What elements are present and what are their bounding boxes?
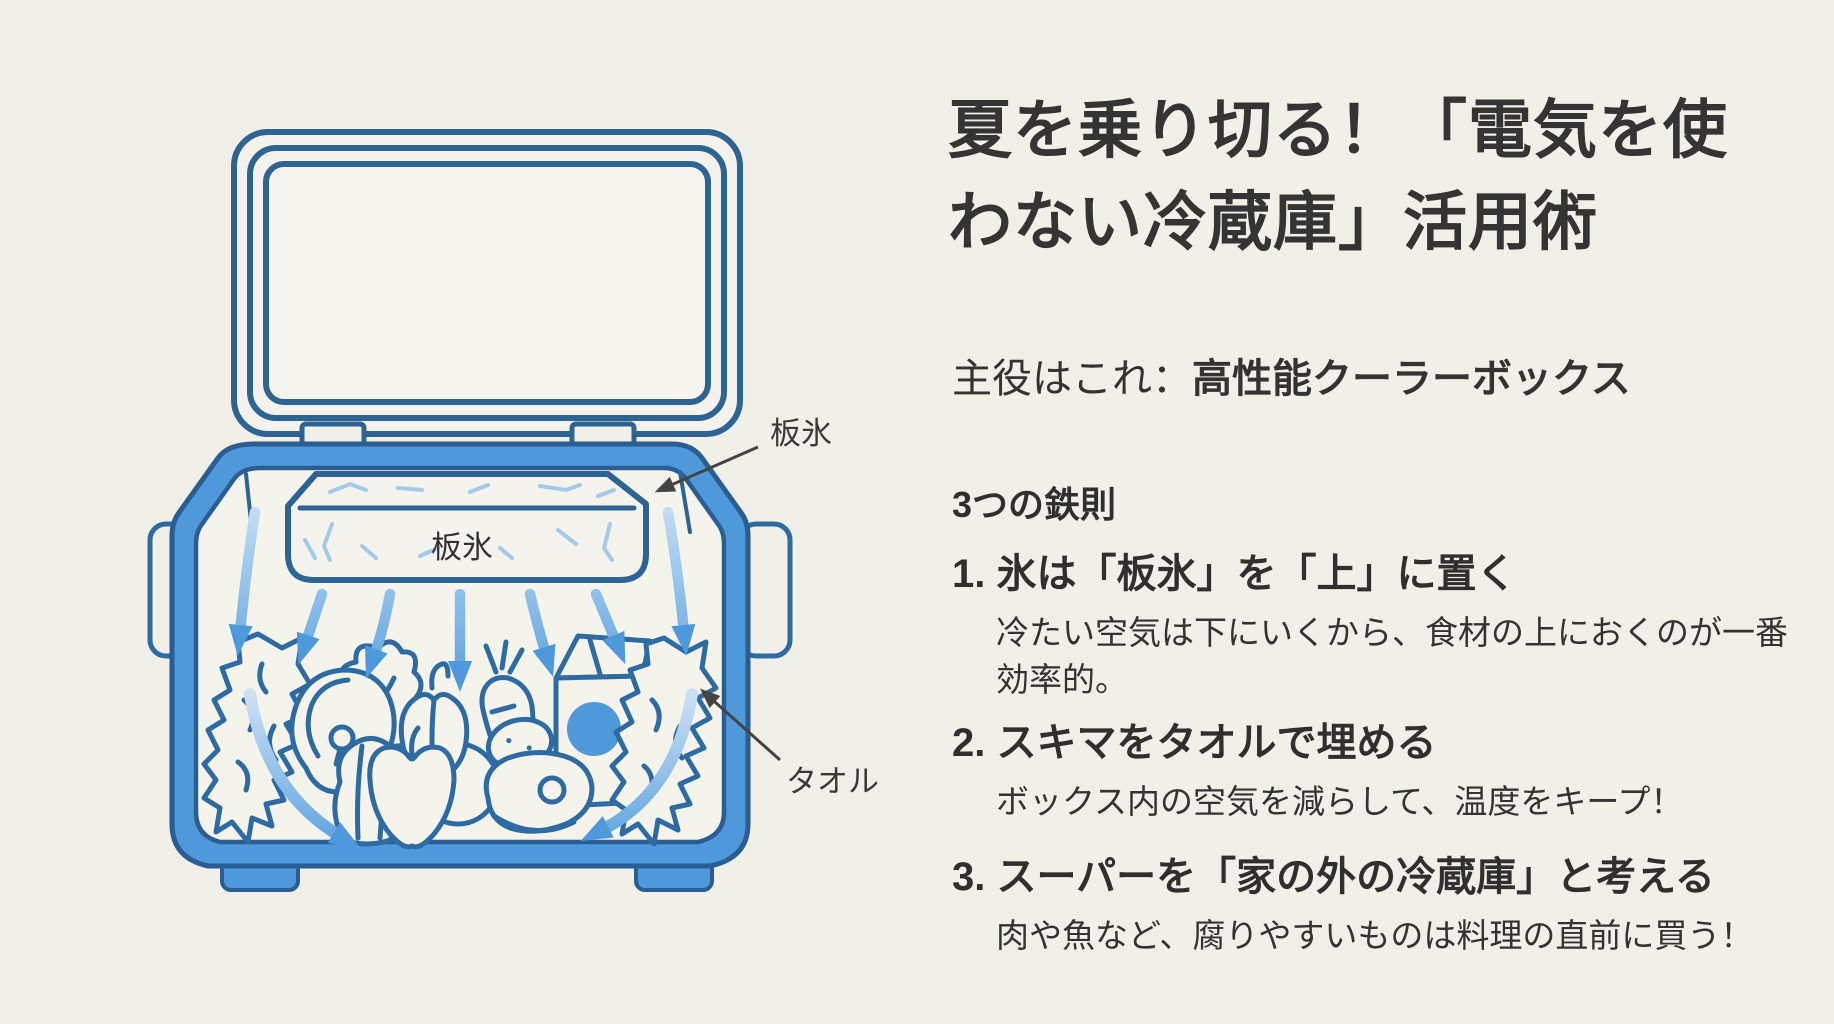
subtitle-emphasis: 高性能クーラーボックス xyxy=(1192,357,1631,402)
air-arrow-icon xyxy=(365,588,396,679)
rule-item-2: 2. スキマをタオルで埋める ボックス内の空気を減らして、温度をキープ！ xyxy=(948,717,1814,825)
ice-slab-label: 板氷 xyxy=(431,530,493,565)
towel-callout-label: タオル xyxy=(786,764,879,799)
rule-heading: 1. 氷は「板氷」を「上」に置く xyxy=(952,552,1517,597)
ice-callout-label: 板氷 xyxy=(770,416,832,451)
airflow-sweep-left-icon xyxy=(244,688,361,849)
ice-callout: 板氷 xyxy=(654,416,832,493)
cooler-illustration: 板氷 板氷 タオル xyxy=(147,129,879,892)
cooler-lid xyxy=(231,129,743,437)
rule-heading: 2. スキマをタオルで埋める xyxy=(952,720,1437,765)
side-airflow-arrows xyxy=(244,688,698,849)
rule-description: ボックス内の空気を減らして、温度をキープ！ xyxy=(996,782,1684,820)
air-arrow-icon xyxy=(590,588,626,665)
air-arrow-icon xyxy=(296,588,328,665)
rule-item-1: 1. 氷は「板氷」を「上」に置く 冷たい空気は下にいくから、食材の上におくのが一… xyxy=(948,548,1814,702)
rule-description: 肉や魚など、腐りやすいものは料理の直前に買う！ xyxy=(996,916,1754,954)
air-arrow-icon xyxy=(524,588,556,677)
apple-icon xyxy=(367,725,457,850)
air-arrow-icon xyxy=(228,506,261,656)
ice-cracks xyxy=(303,481,616,562)
steak-icon xyxy=(483,750,595,834)
content-column: 夏を乗り切る！「電気を使わない冷蔵庫」活用術 主役はこれ：高性能クーラーボックス… xyxy=(948,84,1814,959)
ice-slab: 板氷 xyxy=(285,471,649,583)
rule-description: 冷たい空気は下にいくから、食材の上におくのが一番効率的。 xyxy=(996,614,1788,698)
page-title: 夏を乗り切る！「電気を使わない冷蔵庫」活用術 xyxy=(948,84,1814,268)
rule-heading: 3. スーパーを「家の外の冷蔵庫」と考える xyxy=(952,854,1715,899)
subtitle: 主役はこれ：高性能クーラーボックス xyxy=(952,346,1814,404)
rule-item-3: 3. スーパーを「家の外の冷蔵庫」と考える 肉や魚など、腐りやすいものは料理の直… xyxy=(948,851,1814,959)
airflow-sweep-right-icon xyxy=(580,688,698,841)
air-arrow-icon xyxy=(662,506,696,656)
towel-callout: タオル xyxy=(700,688,879,799)
subtitle-prefix: 主役はこれ： xyxy=(952,357,1192,402)
page-title-line1: 夏を乗り切る！「電気を使 xyxy=(948,94,1728,166)
food-and-towels xyxy=(201,631,719,850)
cold-air-arrows xyxy=(228,506,696,692)
section-header: 3つの鉄則 xyxy=(952,484,1117,526)
page-title-line2: わない冷蔵庫」活用術 xyxy=(948,186,1598,259)
